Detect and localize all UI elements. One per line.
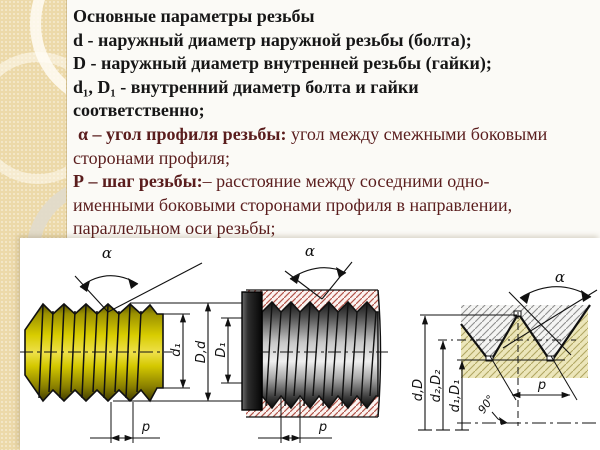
arc-arrow	[581, 290, 591, 302]
decorative-ring	[0, 52, 66, 184]
pitch-text: – расстояние между соседними одно-	[202, 171, 490, 192]
dimension-lines	[179, 302, 232, 402]
definitions-text: Основные параметры резьбы d - наружный д…	[73, 5, 600, 241]
dim-label-d1D1: d₁,D₁	[448, 380, 463, 413]
pitch-label-bolt: p	[141, 420, 150, 435]
pitch-term: Р – шаг резьбы:	[73, 171, 203, 192]
thread-profile-detail: d,D d₂,D₂ d₁,D₁ α p	[411, 268, 598, 431]
arc-arrow	[336, 267, 346, 278]
pitch-label-profile: p	[537, 378, 546, 393]
alpha-term: α – угол профиля резьбы:	[78, 123, 287, 144]
dim-label-d2D2: d₂,D₂	[429, 370, 444, 403]
root-notch	[546, 355, 555, 362]
arc-arrow	[520, 293, 530, 304]
angle-90-label: 90°	[475, 393, 497, 416]
alpha-text: угол между смежными боковыми	[286, 123, 548, 144]
thread-diagram: α d₁ D,d D₁	[20, 242, 598, 443]
thread-flank-lines	[265, 302, 377, 407]
bolt-external-thread-view: α d₁ D,d D₁	[20, 244, 253, 443]
arc-arrow	[128, 278, 138, 289]
alpha-label-profile: α	[555, 268, 565, 286]
pitch-callout	[258, 398, 332, 443]
pitch-callout	[489, 355, 578, 401]
dim-label-d1: d₁	[169, 343, 184, 356]
definition-alpha: α – угол профиля резьбы: угол между смеж…	[73, 123, 600, 147]
pitch-callout	[90, 402, 160, 443]
dim-label-Dd: D,d	[194, 340, 209, 363]
pitch-label-nut: p	[318, 420, 327, 435]
gray-bolt-body	[261, 300, 379, 410]
definition-pitch: Р – шаг резьбы:– расстояние между соседн…	[73, 170, 600, 194]
definition-alpha-cont: сторонами профиля;	[73, 147, 230, 168]
nut-flange	[241, 291, 263, 411]
slide-title: Основные параметры резьбы	[73, 6, 315, 26]
dim-label-dD: d,D	[411, 379, 426, 401]
alpha-angle-callout	[74, 262, 203, 313]
arc-arrow	[80, 281, 90, 292]
bolt-nut-assembly-view: α p	[241, 242, 388, 443]
definition-pitch-cont: именными боковыми сторонами профиля в на…	[73, 194, 513, 215]
arc-arrow	[290, 274, 300, 284]
dim-label-D1: D₁	[214, 342, 229, 357]
dimension-lines	[418, 315, 469, 431]
nut-material-hatch	[461, 305, 590, 359]
definition-d1-D1-cont: соответственно;	[73, 100, 205, 121]
definition-pitch-cont2: параллельном оси резьбы;	[73, 218, 276, 239]
extension-lines	[420, 314, 576, 361]
thread-diagram-panel: α d₁ D,d D₁	[20, 238, 600, 450]
definition-D: D - наружный диаметр внутренней резьбы (…	[73, 53, 492, 74]
bolt-end-line	[377, 289, 382, 418]
definition-d: d - наружный диаметр наружной резьбы (бо…	[73, 29, 472, 50]
alpha-label-nut: α	[305, 242, 315, 260]
root-notch	[485, 355, 494, 362]
leader-arrow	[499, 417, 508, 425]
definition-d1-D1: d₁, D₁ - внутренний диаметр болта и гайк…	[73, 76, 419, 97]
alpha-label-bolt: α	[102, 244, 112, 262]
